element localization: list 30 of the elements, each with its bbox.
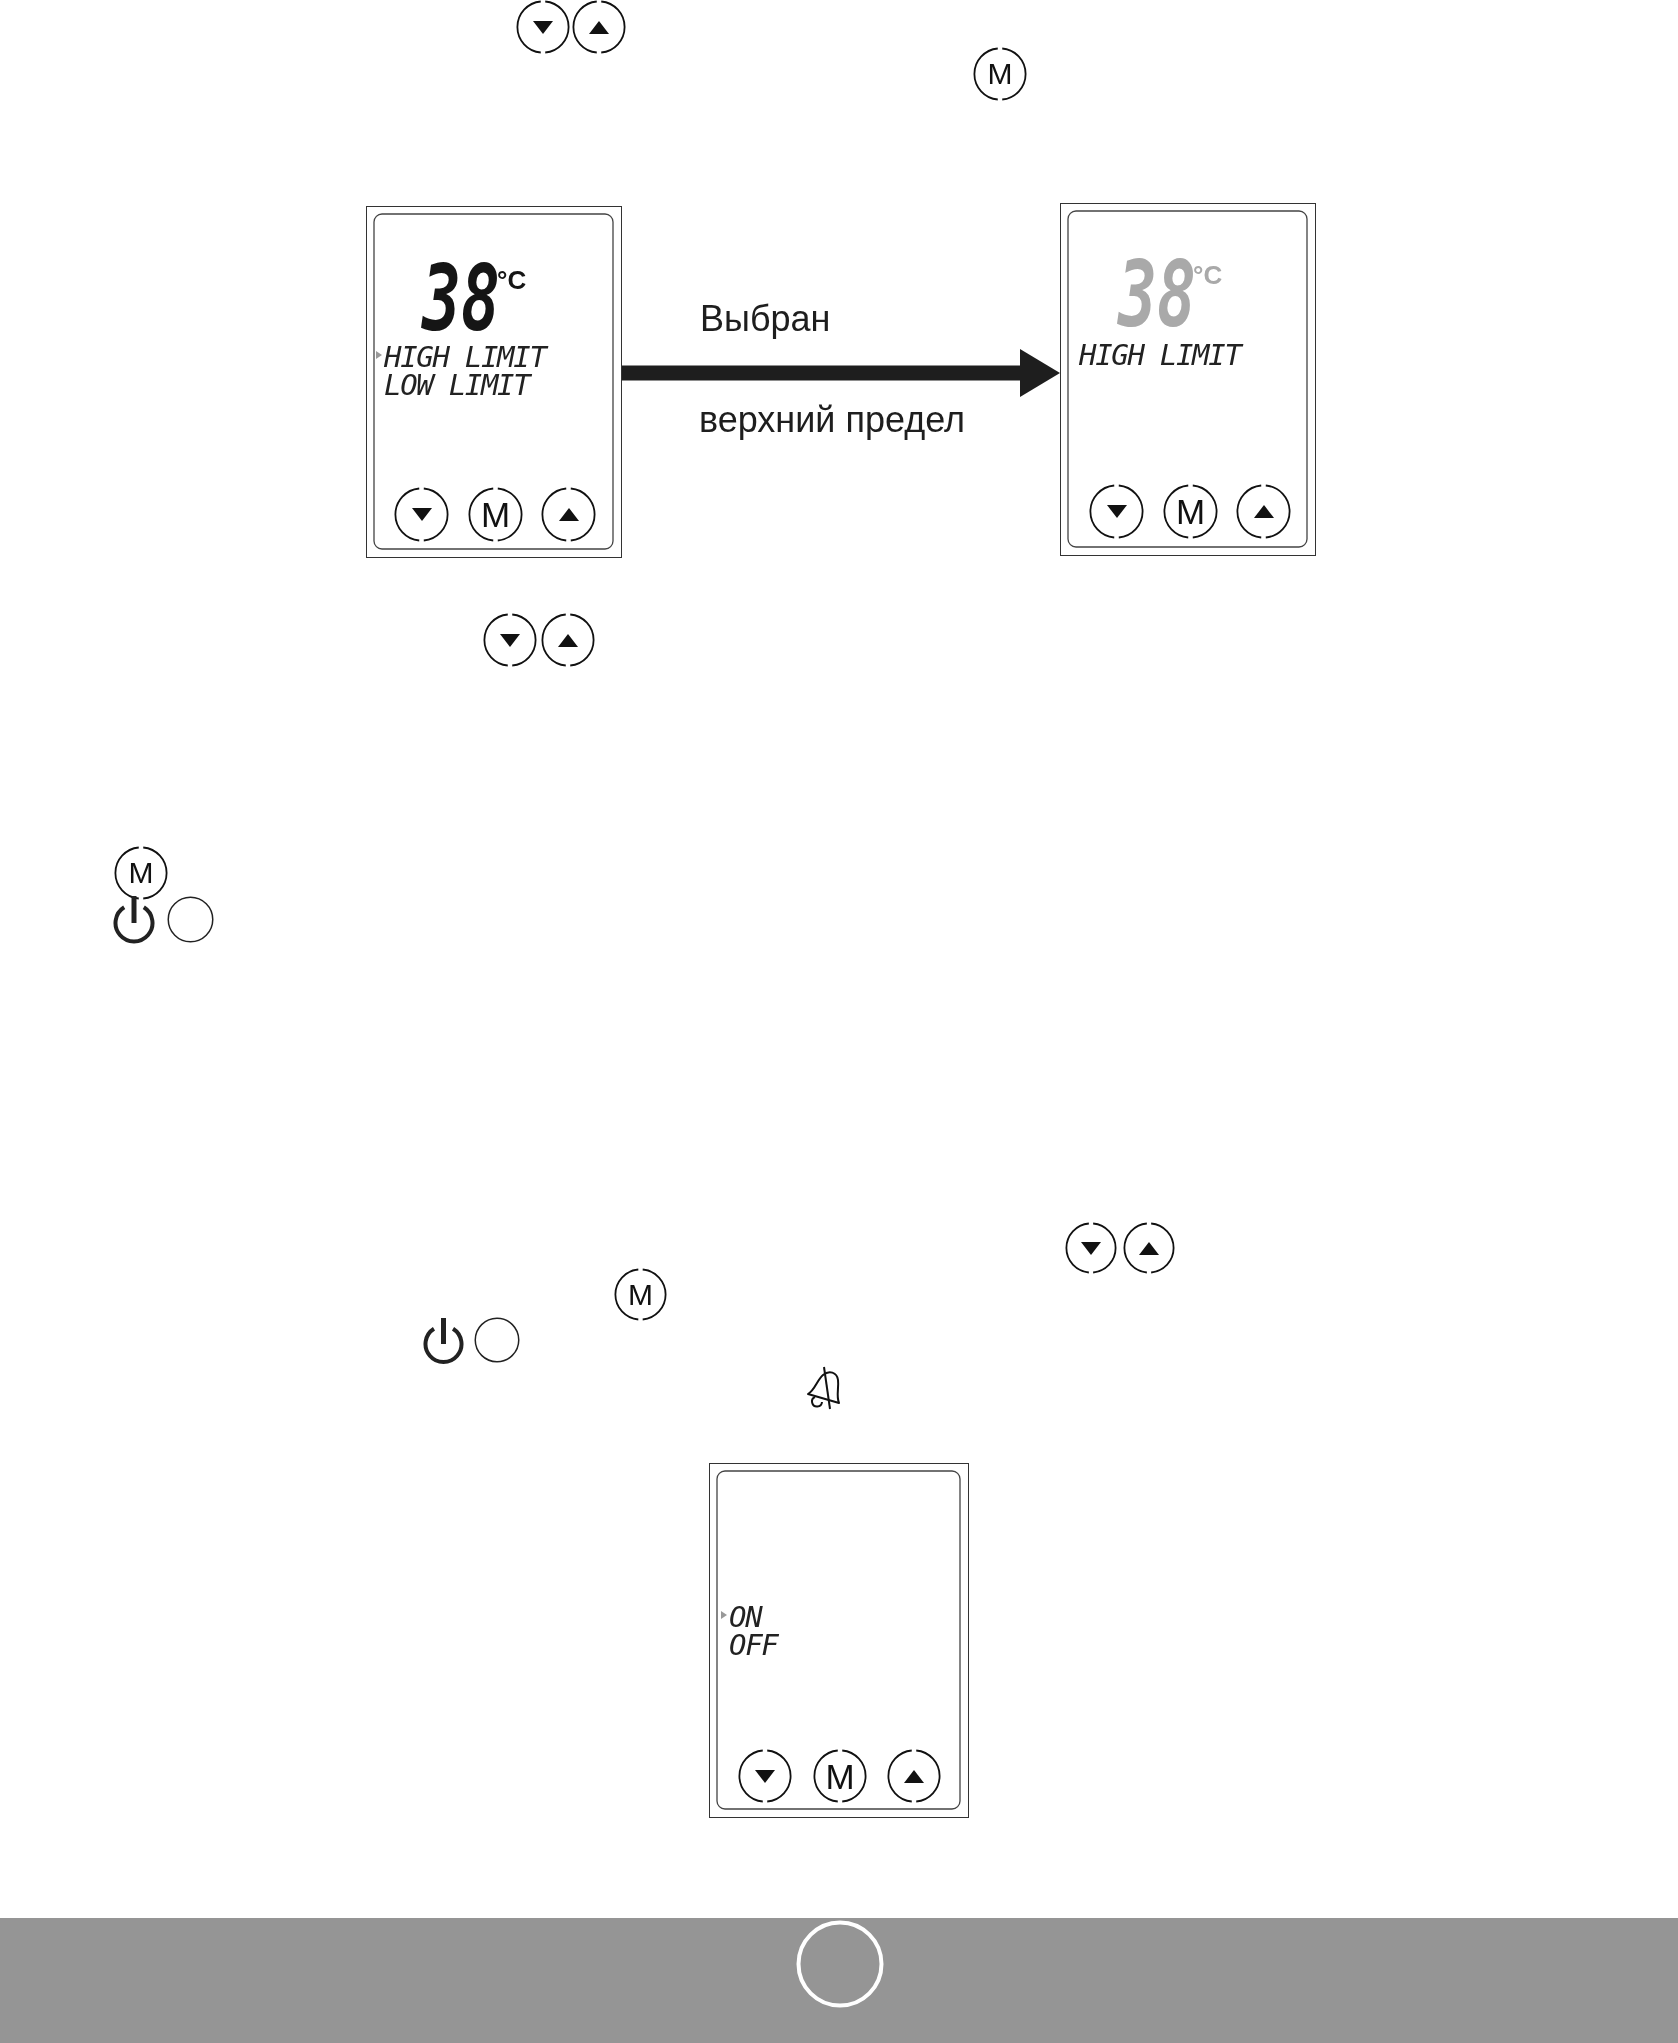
round-button	[167, 896, 214, 943]
up-button	[541, 613, 595, 667]
up-button	[572, 0, 626, 54]
up-button	[1236, 484, 1291, 539]
display-screen	[366, 206, 622, 558]
round-button	[474, 1317, 520, 1363]
menu-option: HIGH LIMIT	[384, 344, 546, 371]
up-button	[541, 487, 596, 542]
mode-button: M	[468, 487, 523, 542]
down-button	[1089, 484, 1144, 539]
mode-button: M	[973, 47, 1027, 101]
down-button	[516, 0, 570, 54]
mode-button: M	[114, 846, 168, 900]
down-button	[483, 613, 537, 667]
down-button	[1065, 1222, 1117, 1274]
menu-option: LOW LIMIT	[384, 372, 530, 399]
down-button	[394, 487, 449, 542]
arrow	[622, 349, 1060, 397]
menu-option: HIGH LIMIT	[1079, 342, 1241, 369]
mode-button: M	[1163, 484, 1218, 539]
display-screen	[709, 1463, 969, 1818]
mode-button: M	[614, 1268, 667, 1321]
up-button	[1123, 1222, 1175, 1274]
menu-option: ON	[729, 1604, 762, 1631]
down-button	[738, 1749, 792, 1803]
footer-ring	[796, 1920, 884, 2008]
mode-button: M	[813, 1749, 867, 1803]
display-screen	[1060, 203, 1316, 556]
up-button	[887, 1749, 941, 1803]
menu-option: OFF	[729, 1632, 778, 1659]
